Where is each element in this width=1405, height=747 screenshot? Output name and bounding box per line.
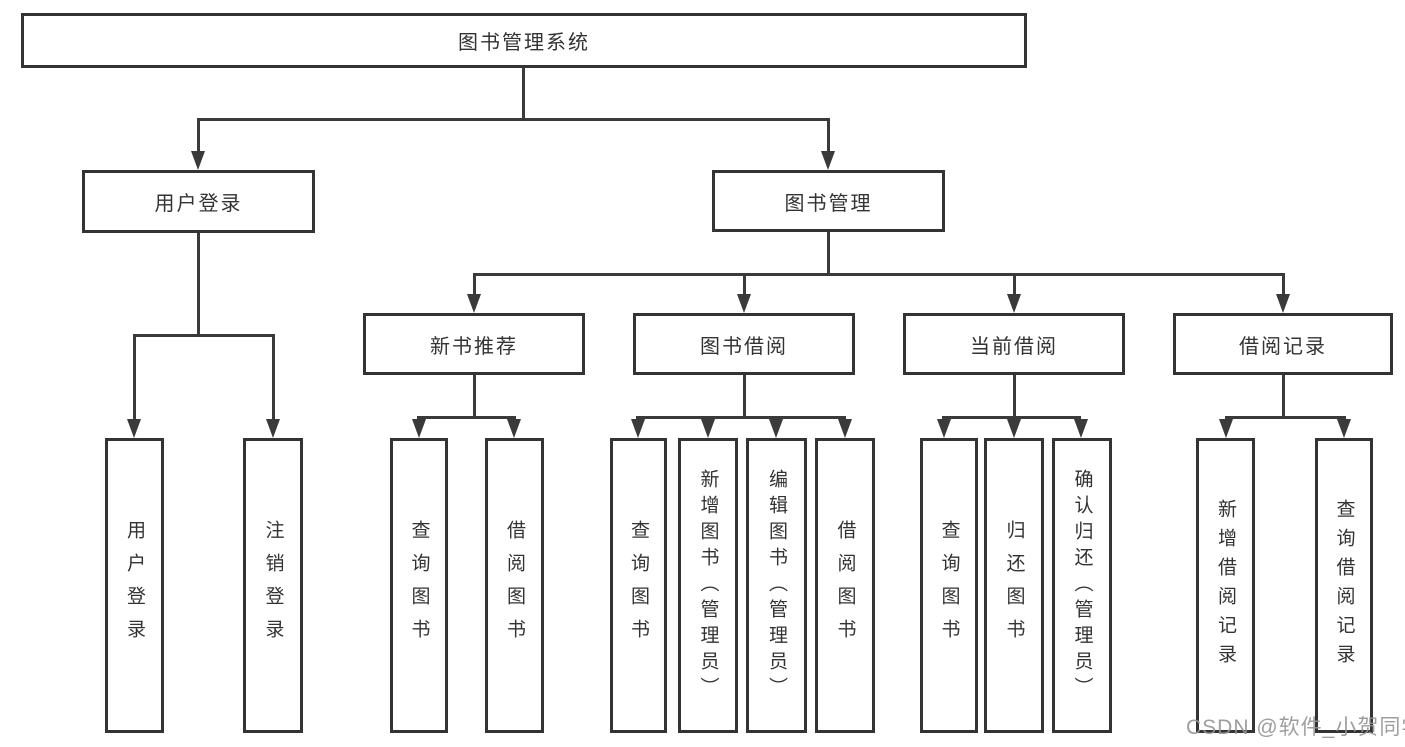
arrow-down-icon	[1219, 419, 1233, 438]
arrow-down-icon	[412, 419, 426, 438]
arrow-down-icon	[1337, 419, 1351, 438]
leaf-query-book-rec: 查询图书	[390, 438, 448, 733]
leaf-label: 借阅图书	[504, 519, 525, 652]
leaf-borrow-book: 借阅图书	[815, 438, 875, 733]
leaf-query-current: 查询图书	[920, 438, 978, 733]
arrow-down-icon	[737, 294, 751, 313]
node-book-borrow-label: 图书借阅	[700, 335, 788, 358]
node-current-borrow-label: 当前借阅	[970, 335, 1058, 358]
connector-drop-leaf	[272, 334, 275, 420]
leaf-query-book: 查询图书	[610, 438, 667, 733]
leaf-label: 新增图书（管理员）	[697, 468, 719, 703]
node-root: 图书管理系统	[21, 13, 1027, 68]
leaf-label: 确认归还（管理员）	[1071, 468, 1093, 703]
connector-user-login-bar	[133, 334, 274, 337]
arrow-down-icon	[467, 294, 481, 313]
arrow-down-icon	[127, 419, 141, 438]
arrow-down-icon	[1007, 419, 1021, 438]
arrow-down-icon	[1276, 294, 1290, 313]
node-user-login: 用户登录	[82, 170, 315, 233]
leaf-borrow-book-rec: 借阅图书	[485, 438, 544, 733]
leaf-label: 归还图书	[1003, 519, 1025, 652]
connector-book-borrow-bar	[636, 416, 846, 419]
watermark: CSDN @软件_小贺同学	[1186, 716, 1405, 739]
node-root-label: 图书管理系统	[458, 32, 590, 54]
node-book-mgmt-label: 图书管理	[784, 192, 873, 215]
connector-drop-user-login	[197, 118, 200, 154]
connector-drop-leaf	[133, 334, 136, 420]
node-current-borrow: 当前借阅	[903, 313, 1125, 375]
connector-book-borrow-stem	[743, 375, 746, 419]
node-new-book-rec: 新书推荐	[363, 313, 585, 375]
node-borrow-records-label: 借阅记录	[1239, 335, 1327, 358]
connector-drop-borrow-records	[1282, 273, 1285, 297]
leaf-confirm-return-admin: 确认归还（管理员）	[1052, 438, 1112, 733]
leaf-query-borrow-record: 查询借阅记录	[1315, 438, 1373, 733]
leaf-label: 查询图书	[408, 519, 430, 652]
arrow-down-icon	[701, 419, 715, 438]
leaf-label: 编辑图书（管理员）	[766, 468, 787, 703]
leaf-label: 查询借阅记录	[1333, 498, 1355, 673]
connector-new-book-stem	[473, 375, 476, 419]
leaf-edit-book-admin: 编辑图书（管理员）	[746, 438, 807, 733]
arrow-down-icon	[1074, 419, 1088, 438]
node-new-book-rec-label: 新书推荐	[430, 335, 518, 358]
connector-borrow-records-stem	[1282, 375, 1285, 419]
arrow-down-icon	[631, 419, 645, 438]
connector-drop-current-borrow	[1013, 273, 1016, 297]
leaf-label: 新增借阅记录	[1215, 498, 1236, 673]
connector-drop-book-mgmt	[827, 118, 830, 154]
connector-book-mgmt-stem	[827, 232, 830, 275]
connector-drop-book-borrow	[743, 273, 746, 297]
node-book-borrow: 图书借阅	[633, 313, 855, 375]
node-book-mgmt: 图书管理	[712, 170, 945, 232]
connector-root-bar	[197, 118, 829, 121]
connector-root-stem	[522, 68, 525, 120]
arrow-down-icon	[769, 419, 783, 438]
leaf-logout: 注销登录	[243, 438, 303, 733]
connector-new-book-bar	[417, 416, 516, 419]
leaf-label: 查询图书	[938, 519, 960, 652]
leaf-return-book: 归还图书	[984, 438, 1044, 733]
connector-user-login-stem	[197, 233, 200, 337]
connector-book-mgmt-bar	[473, 273, 1284, 276]
leaf-add-borrow-record: 新增借阅记录	[1196, 438, 1255, 733]
connector-borrow-records-bar	[1225, 416, 1346, 419]
leaf-label: 注销登录	[262, 519, 284, 652]
arrow-down-icon	[838, 419, 852, 438]
connector-drop-new-book	[473, 273, 476, 297]
arrow-down-icon	[1007, 294, 1021, 313]
leaf-user-login: 用户登录	[105, 438, 164, 733]
arrow-down-icon	[266, 419, 280, 438]
leaf-label: 借阅图书	[834, 519, 856, 652]
connector-current-borrow-stem	[1013, 375, 1016, 419]
node-user-login-label: 用户登录	[154, 193, 243, 215]
arrow-down-icon	[821, 151, 835, 170]
arrow-down-icon	[191, 151, 205, 170]
leaf-label: 用户登录	[124, 519, 145, 652]
leaf-label: 查询图书	[628, 519, 649, 652]
leaf-add-book-admin: 新增图书（管理员）	[678, 438, 738, 733]
arrow-down-icon	[507, 419, 521, 438]
node-borrow-records: 借阅记录	[1173, 313, 1393, 375]
arrow-down-icon	[937, 419, 951, 438]
connector-current-borrow-bar	[942, 416, 1081, 419]
